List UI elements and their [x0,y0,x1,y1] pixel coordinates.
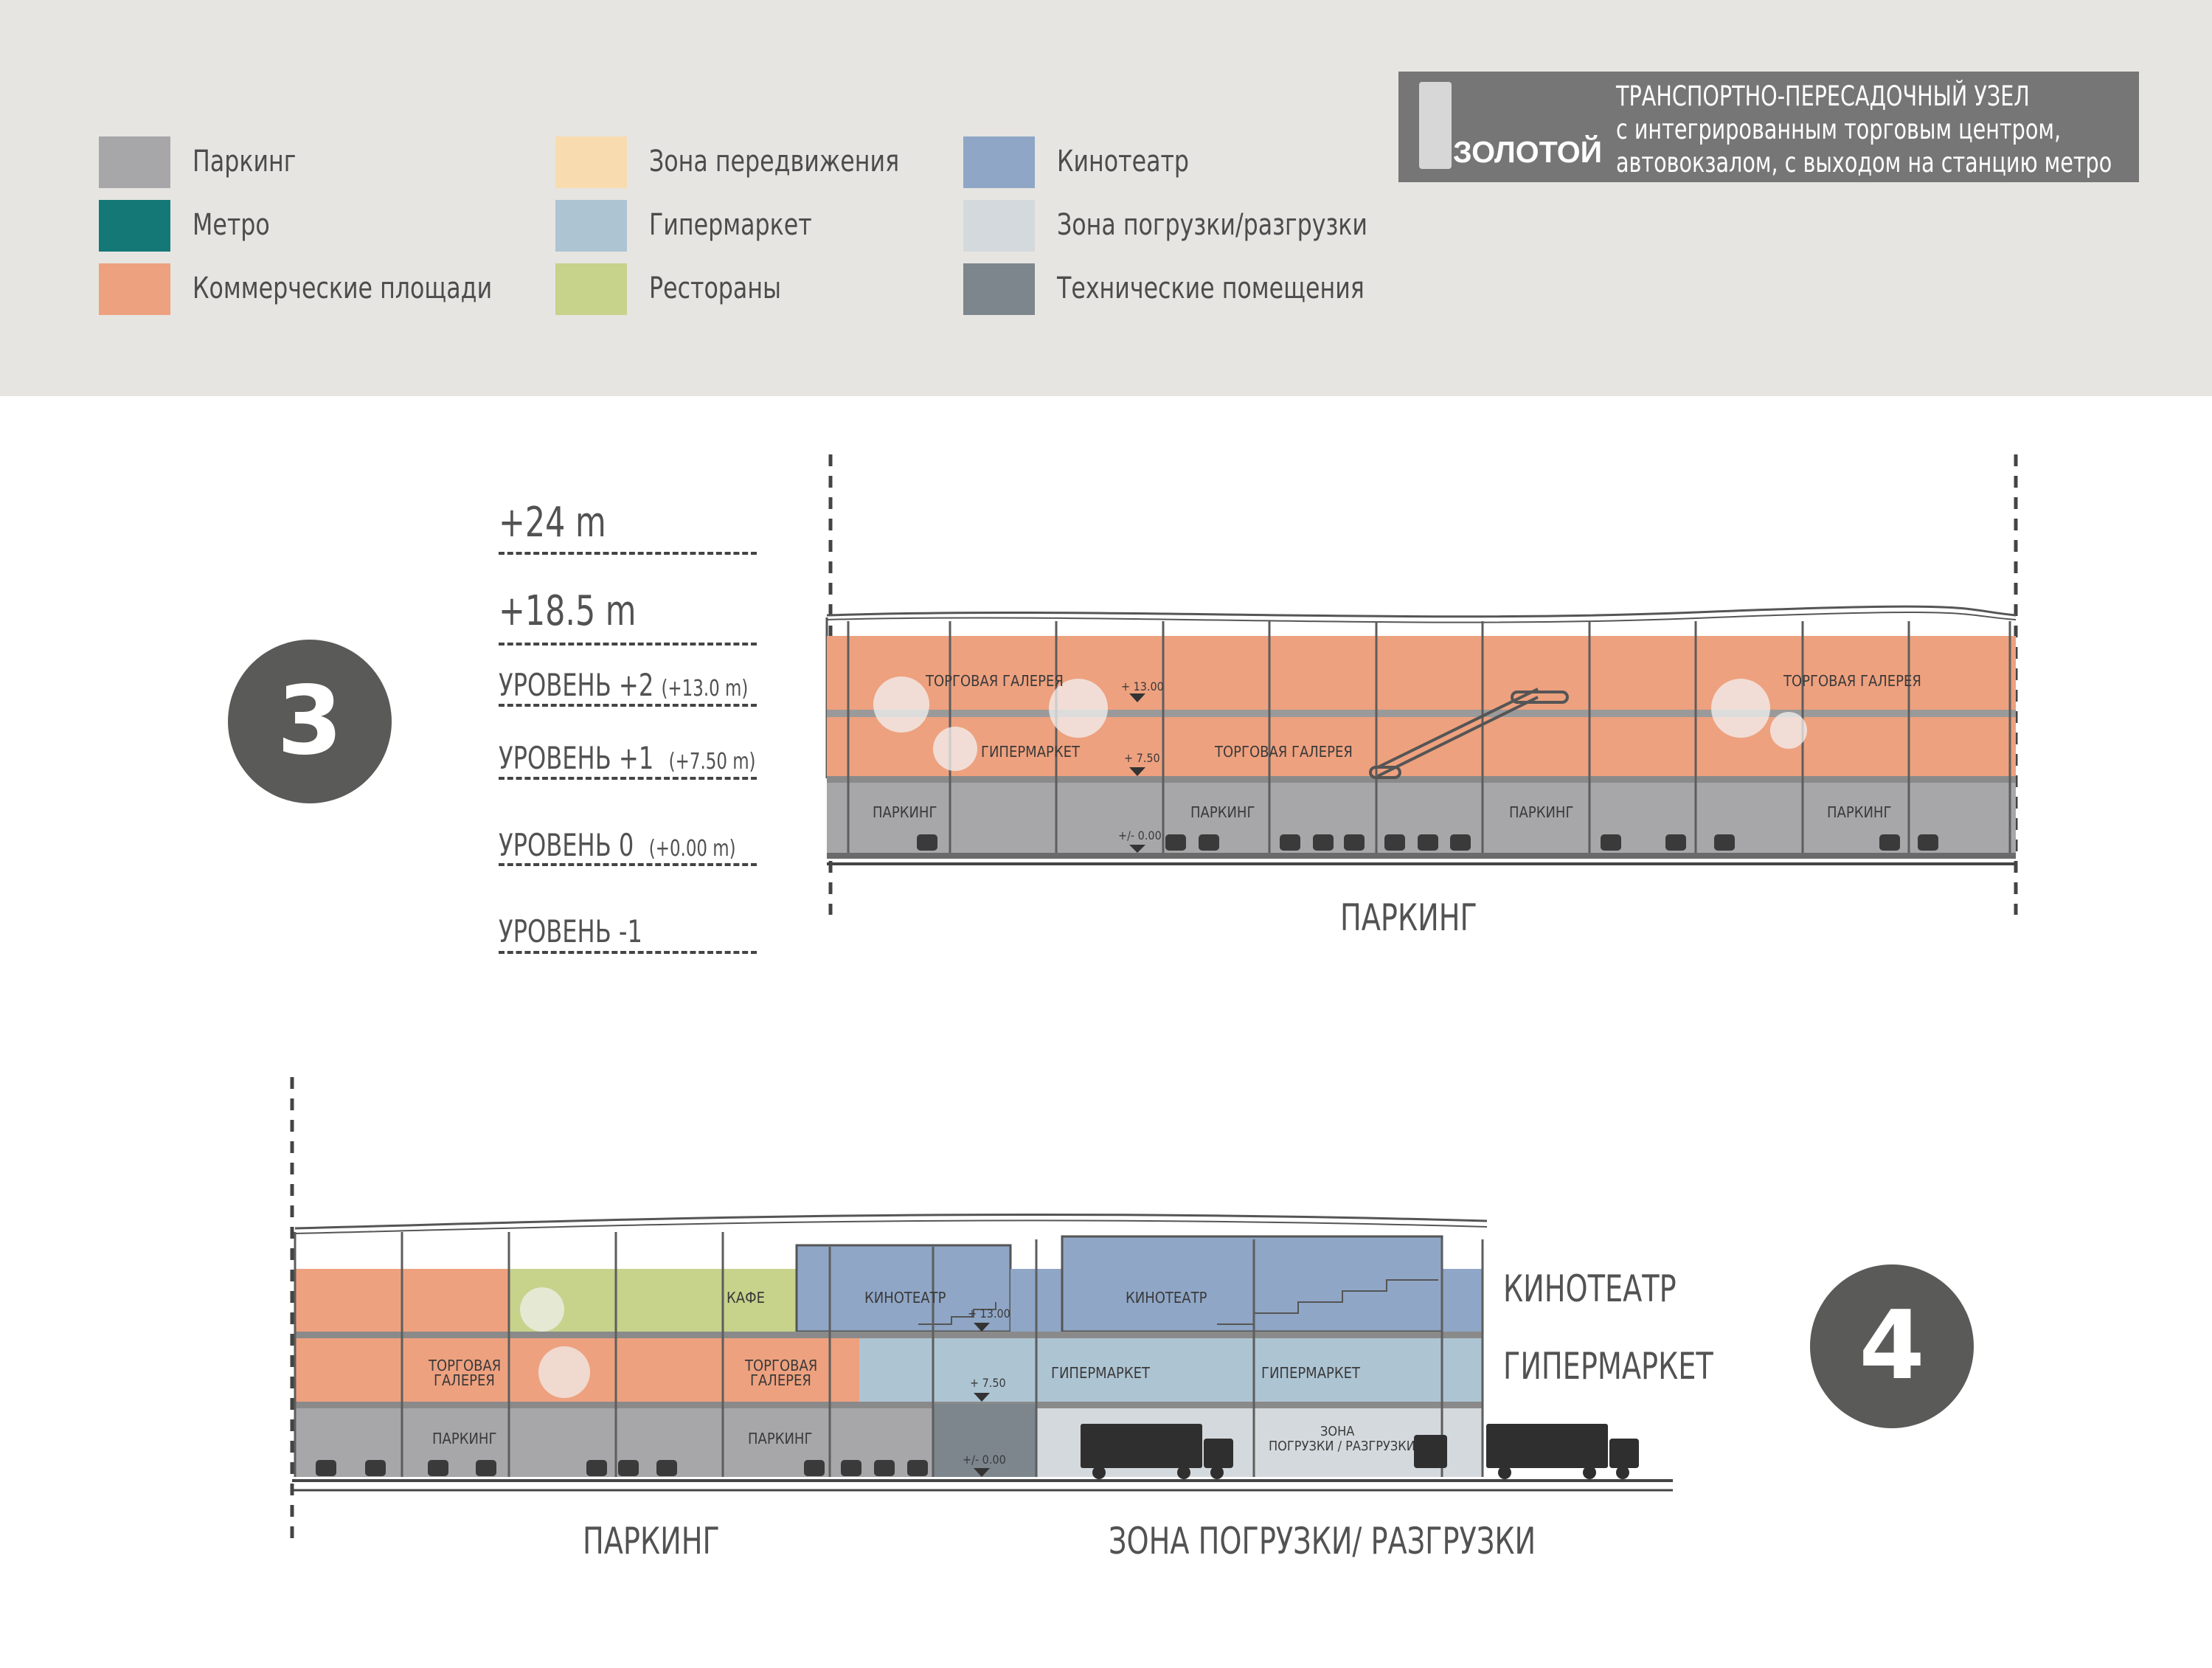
project-title-line-2: с интегрированным торговым центром, [1616,114,2062,145]
level-mark-icon [1129,845,1145,853]
legend-panel: Паркинг Метро Коммерческие площади Зона … [0,0,2212,396]
legend-label: Гипермаркет [649,208,812,242]
parking-label: ПАРКИНГ [1509,803,1573,821]
logo-text: ЗОЛОТОЙ [1453,135,1603,169]
legend-label: Зона погрузки/разгрузки [1057,208,1368,242]
parking-label: ПАРКИНГ [1827,803,1891,821]
slab [827,710,2016,717]
level-label-plus-2: УРОВЕНЬ +2 (+13.0 m) [499,667,749,703]
legend-label: Кинотеатр [1057,145,1190,179]
section-4-parking-label: ПАРКИНГ [583,1520,720,1563]
level-mark-icon [1129,767,1145,776]
level-line [499,951,757,954]
logo-building-icon [1419,82,1452,169]
level-mark-label: + 7.50 [1124,751,1160,765]
legend-label: Метро [193,208,270,242]
level-2-commercial-zone [827,636,2016,713]
legend-swatch [963,263,1035,315]
legend-swatch [99,263,170,315]
level-line [499,643,757,646]
level-mark-label: +/- 0.00 [1118,828,1162,842]
legend-swatch [99,200,170,252]
level-line [499,777,757,780]
section-4-cinema-label: КИНОТЕАТР [1503,1267,1677,1310]
ground-slab [827,853,2016,859]
level-1-commercial-zone [827,717,2016,781]
gallery-label: ТОРГОВАЯ ГАЛЕРЕЯ [1783,672,1921,690]
level-mark-icon [1129,693,1145,702]
legend-swatch [555,200,627,252]
section-4-badge: 4 [1810,1264,1974,1428]
escalator [1369,688,1569,779]
level-label-minus-1: УРОВЕНЬ -1 [499,913,642,949]
legend-swatch [963,136,1035,188]
level-label-0: УРОВЕНЬ 0 (+0.00 m) [499,827,736,863]
legend-label: Зона передвижения [649,145,900,179]
hypermarket-label: ГИПЕРМАРКЕТ [981,743,1081,761]
section-4-loading-zone-label: ЗОНА ПОГРУЗКИ/ РАЗГРУЗКИ [1109,1520,1536,1563]
legend-label: Рестораны [649,271,782,305]
level-line [499,704,757,707]
legend-swatch [99,136,170,188]
legend-label: Коммерческие площади [193,271,493,305]
parking-label: ПАРКИНГ [1190,803,1255,821]
roof-outline [826,612,2017,623]
level-line [499,863,757,866]
roof-outline [826,605,2017,618]
legend-label: Паркинг [193,145,297,179]
parking-label: ПАРКИНГ [873,803,937,821]
gallery-label: ТОРГОВАЯ ГАЛЕРЕЯ [1214,743,1353,761]
project-title-line-3: автовокзалом, с выходом на станцию метро [1616,147,2112,179]
section-4-hypermarket-label: ГИПЕРМАРКЕТ [1503,1345,1713,1388]
section-3-parking-label: ПАРКИНГ [1340,896,1477,939]
legend-swatch [963,200,1035,252]
level-label-plus-1: УРОВЕНЬ +1 (+7.50 m) [499,740,756,776]
legend-swatch [555,136,627,188]
legend-swatch [555,263,627,315]
level-label-24: +24 m [499,499,606,547]
car-icons [917,834,1938,851]
level-line [499,552,757,555]
slab [827,776,2016,783]
project-title-box: ЗОЛОТОЙ ТРАНСПОРТНО-ПЕРЕСАДОЧНЫЙ УЗЕЛ с … [1398,72,2139,182]
project-title-line-1: ТРАНСПОРТНО-ПЕРЕСАДОЧНЫЙ УЗЕЛ [1616,80,2030,112]
section-3-badge: 3 [228,640,392,803]
legend-label: Технические помещения [1057,271,1365,305]
level-mark-label: + 13.00 [1121,679,1164,693]
gallery-label: ТОРГОВАЯ ГАЛЕРЕЯ [925,672,1064,690]
level-label-18-5: +18.5 m [499,587,637,635]
tree-icon [873,676,1807,771]
